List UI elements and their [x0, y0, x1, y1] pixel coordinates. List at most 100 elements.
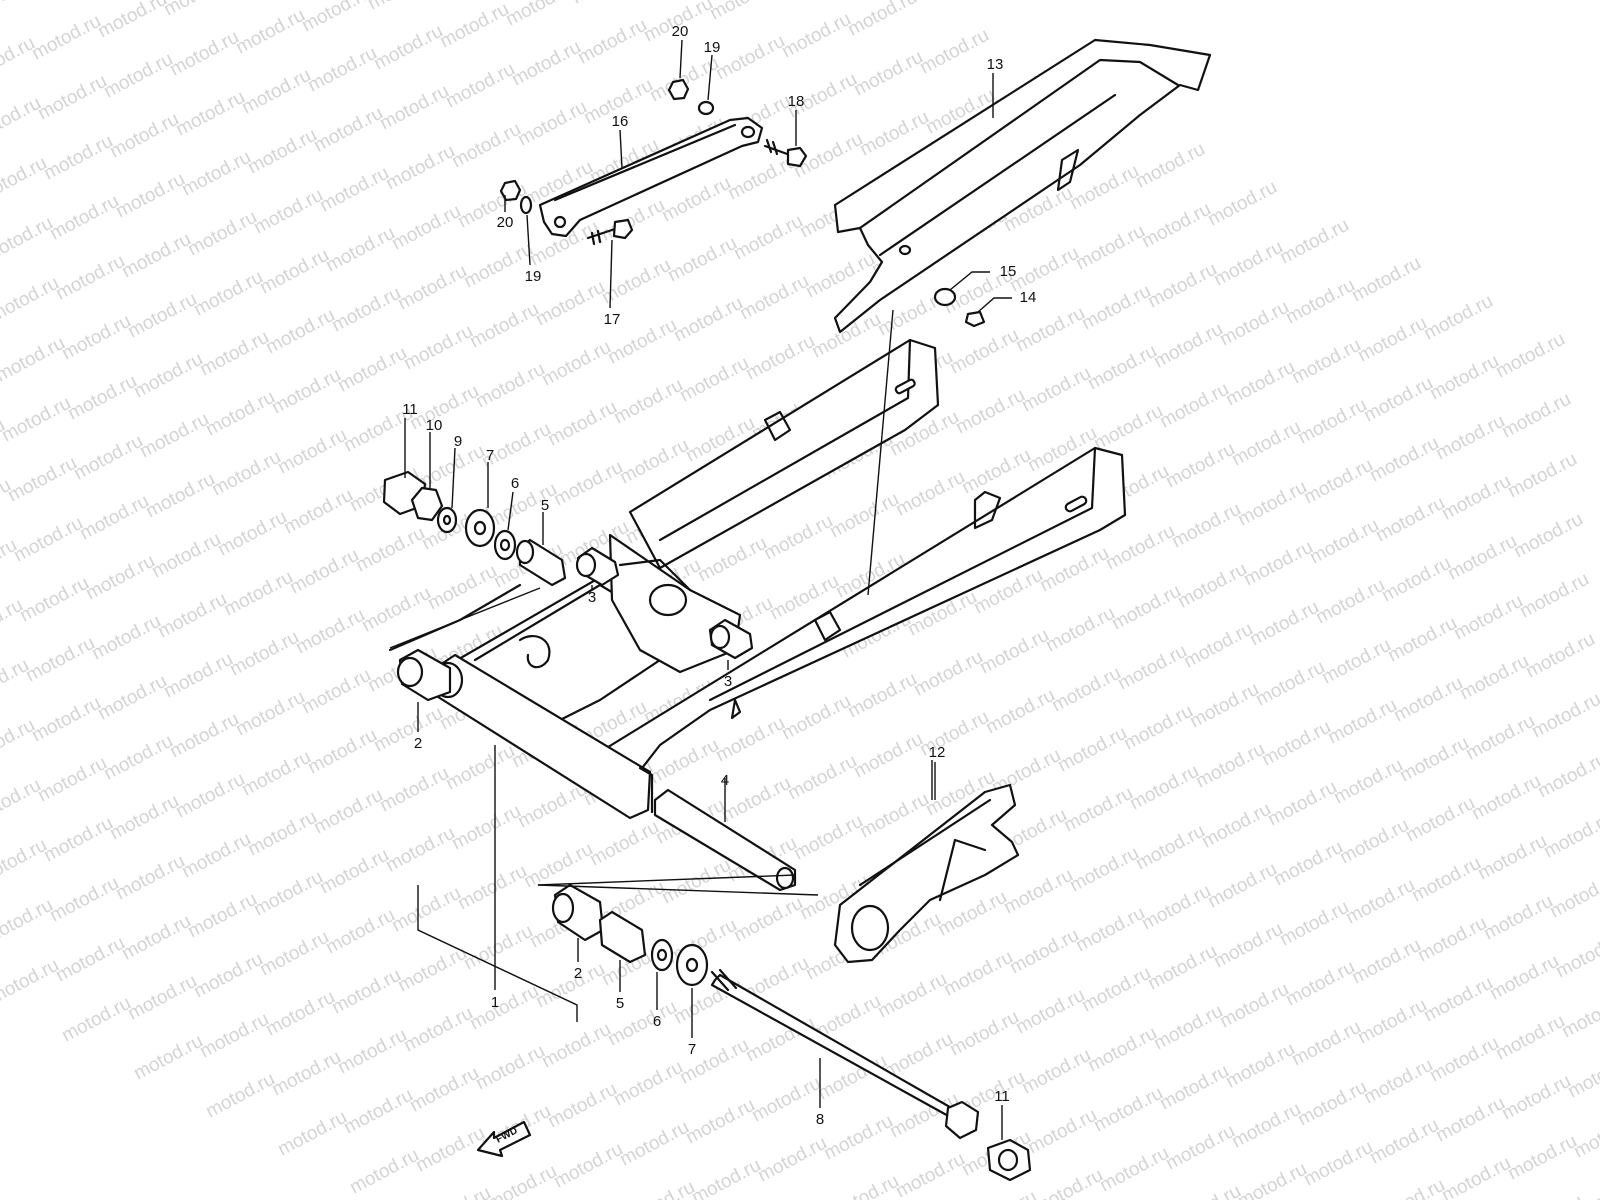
callout-20: 20 — [497, 214, 514, 231]
watermark-text: motod.ru — [0, 715, 39, 769]
watermark-text: motod.ru — [616, 1117, 692, 1171]
watermark-text: motod.ru — [0, 595, 27, 649]
watermark-text: motod.ru — [46, 873, 122, 927]
watermark-text: motod.ru — [196, 1009, 272, 1063]
watermark-text: motod.ru — [4, 453, 80, 507]
watermark-text: motod.ru — [1156, 1061, 1232, 1115]
callout-16: 16 — [612, 113, 629, 130]
watermark-text: motod.ru — [1450, 591, 1526, 645]
watermark-text: motod.ru — [1576, 1169, 1600, 1200]
watermark-text: motod.ru — [58, 993, 134, 1047]
watermark-text: motod.ru — [1048, 663, 1124, 717]
watermark-text: motod.ru — [1240, 537, 1316, 591]
watermark-text: motod.ru — [376, 763, 452, 817]
watermark-text: motod.ru — [712, 31, 788, 85]
watermark-text: motod.ru — [1414, 913, 1490, 967]
watermark-text: motod.ru — [1342, 875, 1418, 929]
watermark-text: motod.ru — [1030, 1165, 1106, 1200]
watermark-text: motod.ru — [574, 15, 650, 69]
watermark-text: motod.ru — [112, 169, 188, 223]
watermark-text: motod.ru — [328, 965, 404, 1019]
watermark-text: motod.ru — [442, 741, 518, 795]
watermark-text: motod.ru — [1018, 363, 1094, 417]
watermark-text: motod.ru — [1288, 335, 1364, 389]
watermark-text: motod.ru — [64, 371, 140, 425]
watermark-text: motod.ru — [94, 0, 170, 42]
watermark-text: motod.ru — [844, 669, 920, 723]
watermark-text: motod.ru — [778, 9, 854, 63]
watermark-text: motod.ru — [1150, 1001, 1226, 1055]
watermark-text: motod.ru — [190, 267, 266, 321]
watermark-text: motod.ru — [1078, 963, 1154, 1017]
watermark-text: motod.ru — [166, 709, 242, 763]
watermark-text: motod.ru — [124, 289, 200, 343]
watermark-text: motod.ru — [538, 1019, 614, 1073]
watermark-text: motod.ru — [1066, 843, 1142, 897]
watermark-text: motod.ru — [964, 1187, 1040, 1200]
watermark-text: motod.ru — [1276, 215, 1352, 269]
watermark-text: motod.ru — [220, 567, 296, 621]
watermark-text: motod.ru — [0, 33, 39, 87]
watermark-text: motod.ru — [178, 147, 254, 201]
watermark-text: motod.ru — [508, 37, 584, 91]
callout-5: 5 — [616, 995, 624, 1012]
watermark-text: motod.ru — [1012, 985, 1088, 1039]
swingarm — [432, 338, 1127, 820]
watermark-text: motod.ru — [1150, 319, 1226, 373]
watermark-text: motod.ru — [376, 81, 452, 135]
watermark-text: motod.ru — [106, 791, 182, 845]
watermark-text: motod.ru — [1090, 401, 1166, 455]
watermark-text: motod.ru — [334, 343, 410, 397]
watermark-text: motod.ru — [550, 1139, 626, 1193]
watermark-text: motod.ru — [826, 1171, 902, 1200]
watermark-text: motod.ru — [208, 447, 284, 501]
watermark-text: motod.ru — [1042, 603, 1118, 657]
watermark-text: motod.ru — [52, 933, 128, 987]
watermark-text: motod.ru — [226, 627, 302, 681]
watermark-text: motod.ru — [1234, 477, 1310, 531]
watermark-text: motod.ru — [286, 545, 362, 599]
watermark-text: motod.ru — [388, 883, 464, 937]
watermark-text: motod.ru — [676, 353, 752, 407]
watermark-text: motod.ru — [826, 489, 902, 543]
watermark-text: motod.ru — [472, 359, 548, 413]
watermark-text: motod.ru — [892, 1149, 968, 1200]
watermark-text: motod.ru — [1564, 1049, 1600, 1103]
watermark-text: motod.ru — [172, 87, 248, 141]
watermark-text: motod.ru — [370, 703, 446, 757]
watermark-text: motod.ru — [1180, 619, 1256, 673]
watermark-text: motod.ru — [1360, 373, 1436, 427]
watermark-text: motod.ru — [1114, 641, 1190, 695]
watermark-text: motod.ru — [148, 529, 224, 583]
watermark-text: motod.ru — [40, 813, 116, 867]
watermark-text: motod.ru — [472, 1041, 548, 1095]
watermark-text: motod.ru — [1474, 831, 1550, 885]
watermark-text: motod.ru — [322, 223, 398, 277]
watermark-text: motod.ru — [34, 71, 110, 125]
watermark-text: motod.ru — [1156, 379, 1232, 433]
watermark-text: motod.ru — [136, 409, 212, 463]
callout-15: 15 — [1000, 263, 1017, 280]
watermark-text: motod.ru — [916, 25, 992, 79]
watermark-text: motod.ru — [370, 21, 446, 75]
watermark-text: motod.ru — [1498, 1071, 1574, 1125]
leader-lines — [389, 39, 1012, 1140]
watermark-text: motod.ru — [1270, 837, 1346, 891]
watermark-text: motod.ru — [976, 625, 1052, 679]
watermark-text: motod.ru — [310, 785, 386, 839]
watermark-text: motod.ru — [1552, 929, 1600, 983]
watermark-text: motod.ru — [1066, 161, 1142, 215]
watermark-text: motod.ru — [1072, 221, 1148, 275]
watermark-text: motod.ru — [1006, 243, 1082, 297]
watermark-text: motod.ru — [406, 381, 482, 435]
watermark-text: motod.ru — [1498, 389, 1574, 443]
watermark-text: motod.ru — [1276, 897, 1352, 951]
watermark-text: motod.ru — [244, 807, 320, 861]
pivot-tube — [653, 788, 797, 892]
watermark-text: motod.ru — [1546, 869, 1600, 923]
chain-case — [833, 38, 1212, 334]
watermark-text: motod.ru — [238, 747, 314, 801]
watermark-text: motod.ru — [352, 523, 428, 577]
watermark-text: motod.ru — [532, 959, 608, 1013]
watermark-text: motod.ru — [1348, 935, 1424, 989]
